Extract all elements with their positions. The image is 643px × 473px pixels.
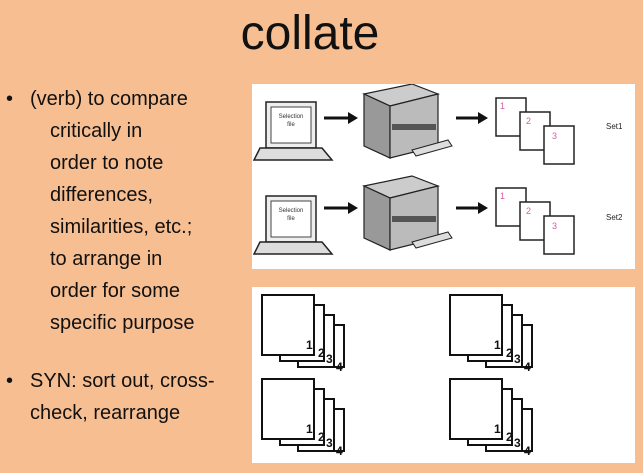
page-number: 2 <box>506 346 513 360</box>
definition-line: order to note <box>50 152 164 174</box>
page-number: 2 <box>526 116 531 126</box>
page-number: 3 <box>552 131 557 141</box>
page-stacks-svg: 1 2 3 4 1 2 3 4 1 2 3 4 1 2 3 4 <box>261 294 533 458</box>
page-number: 2 <box>318 346 325 360</box>
page-stacks-diagram: 1 2 3 4 1 2 3 4 1 2 3 4 1 2 3 4 <box>252 287 635 463</box>
screen-text: Selection <box>279 208 304 214</box>
definition-bullet: • (verb) to compare critically in order … <box>6 83 246 339</box>
page-number: 3 <box>552 221 557 231</box>
page-stack: 1 2 3 4 <box>449 378 533 458</box>
page-number: 1 <box>500 101 505 111</box>
arrow-icon <box>324 202 358 214</box>
page-number: 2 <box>506 430 513 444</box>
bullet-marker: • <box>6 88 14 110</box>
arrow-icon <box>456 202 488 214</box>
bullet-marker: • <box>6 370 14 392</box>
printer-diagram-svg: Selection file 1 2 3 Set1 <box>252 83 623 255</box>
computer-icon: Selection file <box>252 195 334 255</box>
page-number: 4 <box>336 360 343 374</box>
page-number: 4 <box>524 360 531 374</box>
screen-text: Selection <box>279 114 304 120</box>
screen-text: file <box>287 122 295 128</box>
definition-line: similarities, etc.; <box>50 216 193 238</box>
page-number: 2 <box>526 206 531 216</box>
printer-icon <box>362 175 453 251</box>
definition-line: to arrange in <box>50 248 163 270</box>
page-number: 1 <box>306 338 313 352</box>
collated-pages-icon: 1 2 3 <box>495 97 575 165</box>
page-number: 3 <box>514 436 521 450</box>
page-number: 2 <box>318 430 325 444</box>
definition-line: order for some <box>50 280 181 302</box>
bullet-list: • (verb) to compare critically in order … <box>6 83 246 429</box>
page-stack: 1 2 3 4 <box>261 378 345 458</box>
arrow-icon <box>456 112 488 124</box>
page-stack: 1 2 3 4 <box>449 294 533 374</box>
definition-line: (verb) to compare <box>30 88 188 110</box>
page-number: 1 <box>494 338 501 352</box>
screen-text: file <box>287 216 295 222</box>
page-number: 4 <box>524 444 531 458</box>
page-number: 3 <box>326 352 333 366</box>
collated-pages-icon: 1 2 3 <box>495 187 575 255</box>
page-number: 3 <box>326 436 333 450</box>
computer-icon: Selection file <box>252 101 334 161</box>
set-label: Set2 <box>606 213 623 222</box>
synonyms-line: check, rearrange <box>30 402 181 424</box>
synonyms-bullet: • SYN: sort out, cross- check, rearrange <box>6 365 246 429</box>
definition-line: specific purpose <box>50 312 195 334</box>
page-stack: 1 2 3 4 <box>261 294 345 374</box>
definition-line: differences, <box>50 184 154 206</box>
page-number: 1 <box>306 422 313 436</box>
page-number: 4 <box>336 444 343 458</box>
set-label: Set1 <box>606 122 623 131</box>
synonyms-line: SYN: sort out, cross- <box>30 370 215 392</box>
arrow-icon <box>324 112 358 124</box>
printer-icon <box>362 83 453 159</box>
page-number: 1 <box>494 422 501 436</box>
page-number: 3 <box>514 352 521 366</box>
collate-printer-diagram: Selection file 1 2 3 Set1 <box>252 83 635 269</box>
slide-title: collate <box>240 7 380 60</box>
definition-line: critically in <box>50 120 143 142</box>
page-number: 1 <box>500 191 505 201</box>
